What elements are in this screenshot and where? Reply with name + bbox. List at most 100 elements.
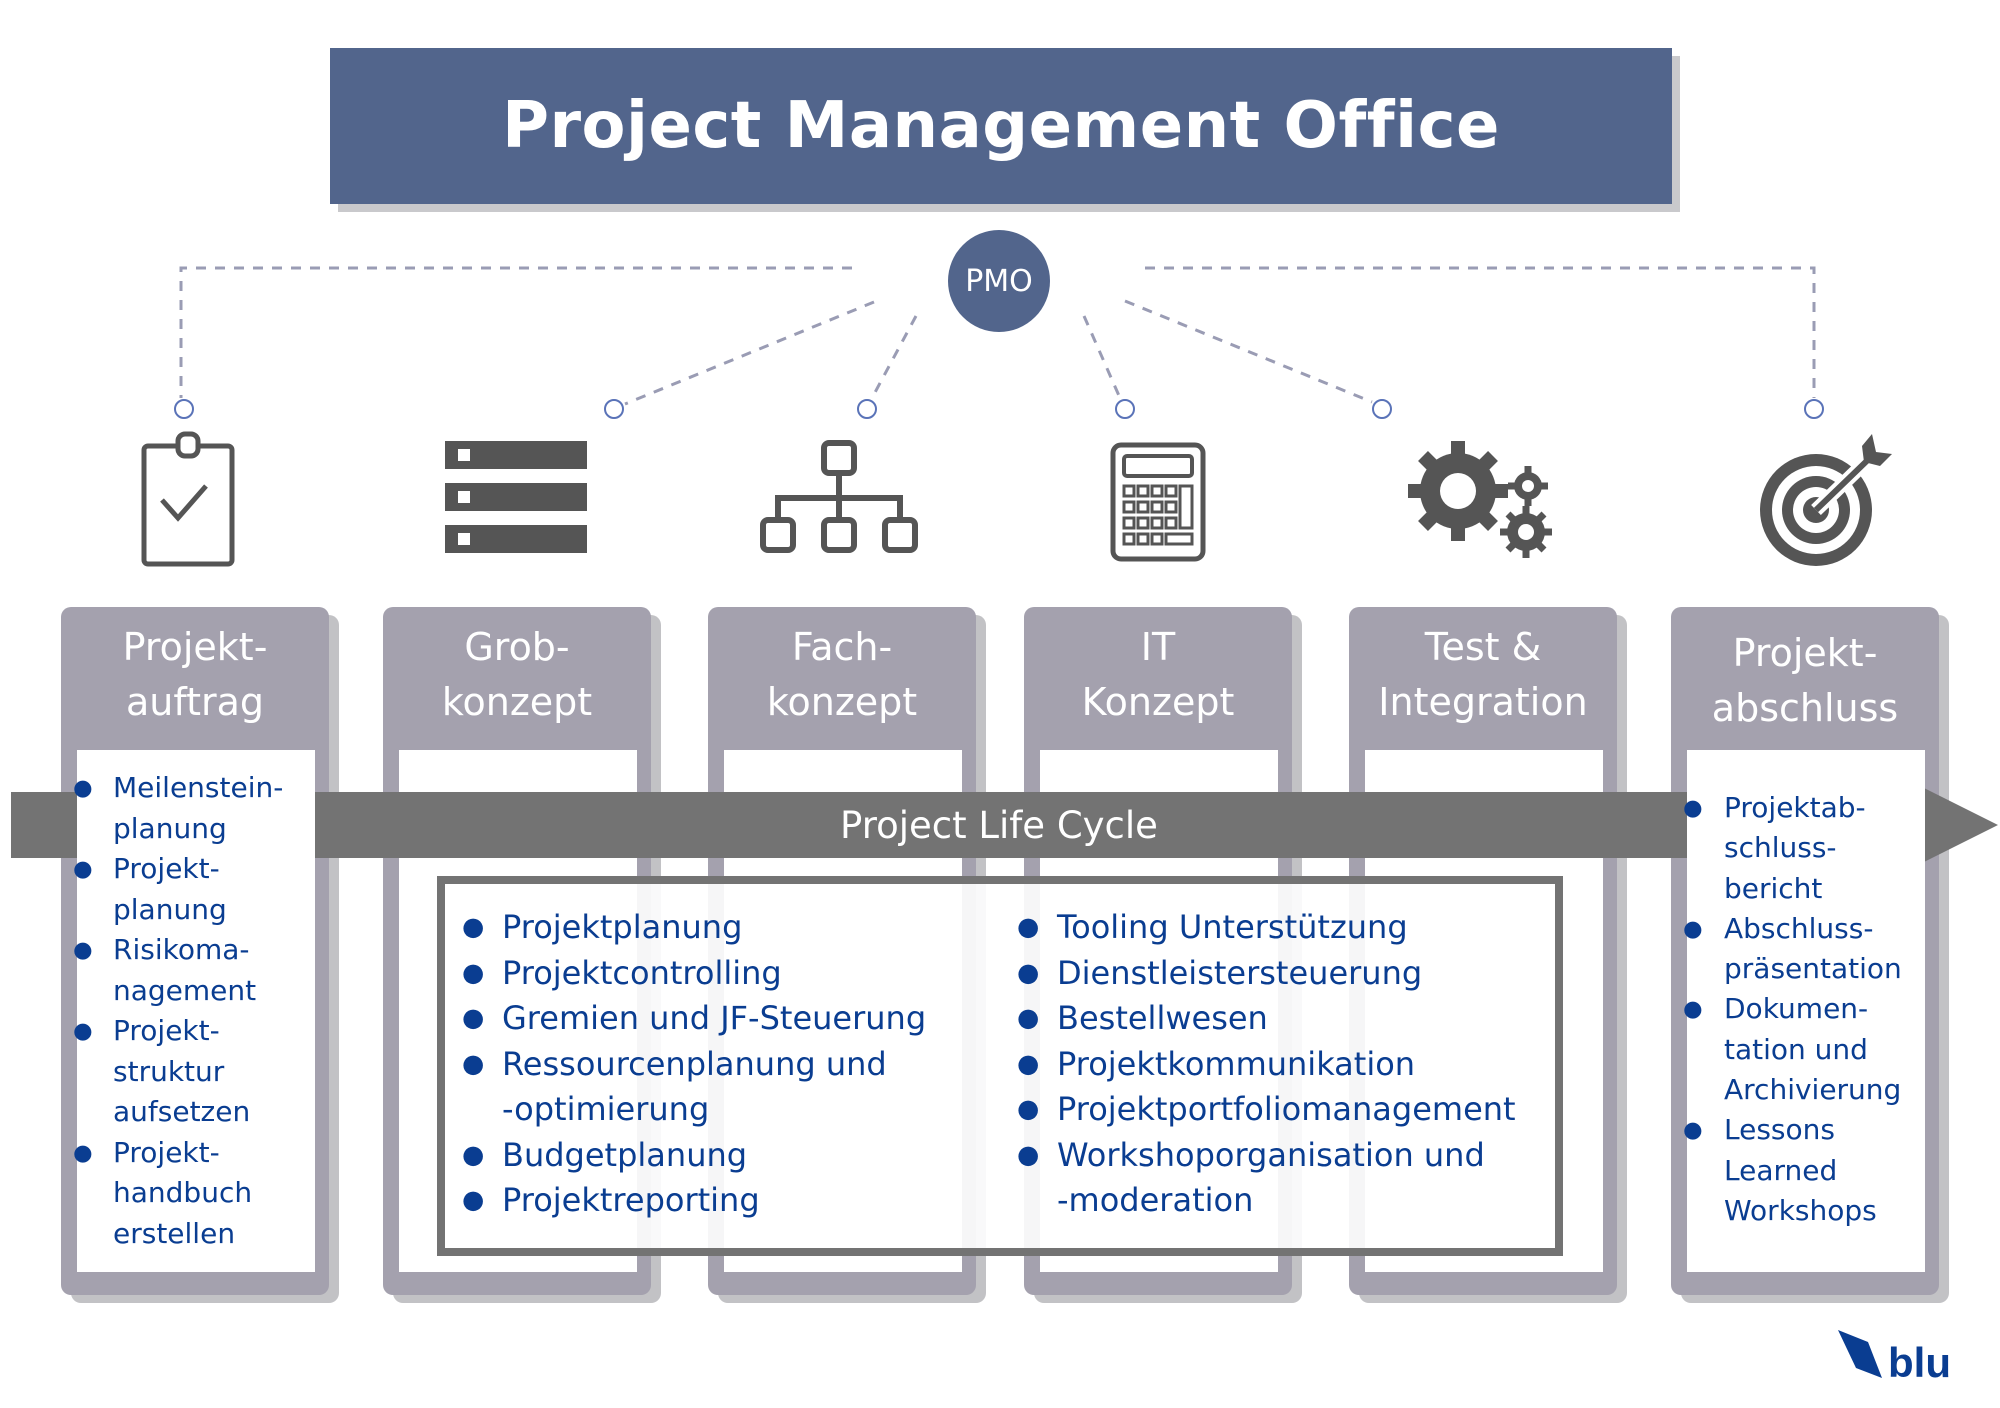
list-item-text: Projektab- — [1724, 791, 1866, 824]
bullet-icon: ● — [1017, 1003, 1040, 1033]
connector-node — [857, 399, 877, 419]
list-item-text: schluss- — [1724, 831, 1837, 865]
list-item-line: ●Projektkommunikation — [1017, 1042, 1516, 1088]
list-item-line: ● Projekt- — [73, 1011, 283, 1052]
list-item-line: ● Meilenstein- — [73, 768, 284, 809]
list-item-line: struktur — [77, 1052, 283, 1093]
list-item-text: -moderation — [1057, 1181, 1254, 1219]
list-item-text: Gremien und JF-Steuerung — [502, 999, 927, 1037]
list-item-text: Archivierung — [1724, 1073, 1902, 1107]
list-item-line: handbuch — [77, 1173, 283, 1214]
list-item-line: -moderation — [1017, 1178, 1516, 1224]
list-item-text: tation und — [1724, 1032, 1868, 1066]
calculator-icon — [1110, 442, 1206, 562]
blu-logo: blu — [1838, 1330, 1951, 1380]
bullet-icon: ● — [462, 1003, 485, 1033]
list-item-text: Abschluss- — [1724, 911, 1874, 945]
bullet-icon: ● — [73, 1139, 93, 1166]
phase-title-line: Grob- — [464, 625, 570, 669]
bullet-icon: ● — [462, 1139, 485, 1170]
connector-node — [1804, 399, 1824, 419]
bullet-icon: ● — [462, 912, 485, 942]
list-item-line: ●Projektab- — [1683, 788, 1902, 828]
list-item-text: Tooling Unterstützung — [1057, 908, 1408, 946]
list-item-text: Learned — [1724, 1153, 1838, 1187]
phase-panel-projektabschluss — [1687, 750, 1925, 1272]
list-item-text: Budgetplanung — [502, 1135, 748, 1174]
phase-title: Projekt-auftrag — [61, 620, 329, 730]
list-item-text: Ressourcenplanung und — [502, 1044, 887, 1083]
list-item-text: aufsetzen — [113, 1095, 251, 1128]
connector-node — [174, 399, 194, 419]
phase-title-line: Konzept — [1081, 680, 1235, 724]
list-icon — [445, 441, 587, 553]
phase-title-line: IT — [1140, 625, 1176, 669]
projektauftrag-list: ●Meilenstein-planung●Projekt-planung●Ris… — [73, 768, 284, 1255]
phase-title-line: konzept — [766, 680, 918, 724]
phase-title-line: konzept — [441, 680, 593, 724]
lifecycle-arrow-head — [1920, 786, 1998, 864]
bullet-icon: ● — [1017, 912, 1040, 942]
list-item-text: -optimierung — [502, 1090, 710, 1128]
phase-title: Projekt-abschluss — [1671, 626, 1939, 736]
bullet-icon: ● — [1683, 915, 1703, 942]
bullet-icon: ● — [1017, 1094, 1040, 1124]
list-item-line: aufsetzen — [77, 1092, 283, 1133]
list-item-text: Risikoma- — [113, 933, 250, 966]
list-item-line: ● Tooling Unterstützung — [1017, 905, 1516, 951]
list-item-text: Projektcontrolling — [502, 953, 782, 992]
list-item-text: Projektplanung — [502, 908, 743, 946]
bullet-icon: ● — [73, 1018, 93, 1044]
list-item-line: planung — [77, 809, 283, 850]
svg-text:blu: blu — [1888, 1339, 1951, 1380]
list-item-line: ●Projekt- — [73, 849, 283, 890]
list-item-line: ● Abschluss- — [1683, 909, 1902, 949]
bullet-icon: ● — [73, 937, 93, 963]
list-item-line: ● Risikoma- — [73, 930, 283, 971]
list-item-text: Dienstleistersteuerung — [1057, 953, 1423, 992]
phase-panel-projektauftrag — [77, 750, 315, 1272]
phase-title-line: Test & — [1424, 625, 1542, 669]
phase-title-line: auftrag — [125, 680, 264, 724]
pmo-tasks-box — [437, 876, 1563, 1256]
bullet-icon: ● — [73, 775, 93, 801]
target-icon — [1760, 434, 1892, 566]
bullet-icon: ● — [1683, 996, 1703, 1023]
list-item-line: bericht — [1685, 869, 1902, 909]
list-item-text: Workshoporganisation und — [1057, 1135, 1485, 1174]
bullet-icon: ● — [1683, 1117, 1703, 1144]
list-item-text: bericht — [1724, 871, 1823, 905]
list-item-line: erstellen — [77, 1214, 283, 1255]
connector-node — [604, 399, 624, 419]
list-item-text: Lessons — [1724, 1113, 1835, 1147]
list-item-line: ●Workshoporganisation und — [1017, 1133, 1516, 1179]
list-item-line: schluss- — [1685, 828, 1902, 868]
bullet-icon: ● — [462, 957, 485, 988]
list-item-text: Projekt- — [113, 852, 220, 885]
list-item-line: ● Lessons — [1683, 1110, 1902, 1150]
phase-title: Grob-konzept — [383, 620, 651, 730]
list-item-line: ●Projektportfoliomanagement — [1017, 1087, 1516, 1133]
list-item-line: ● Projektplanung — [462, 905, 926, 951]
bullet-icon: ● — [1017, 957, 1040, 988]
list-item-text: Projekt- — [113, 1014, 220, 1047]
phase-title-line: abschluss — [1711, 686, 1899, 730]
list-item-line: Archivierung — [1685, 1070, 1902, 1110]
page-title: Project Management Office — [330, 48, 1672, 204]
list-item-text: handbuch — [113, 1176, 253, 1209]
list-item-text: Projektreporting — [502, 1181, 760, 1219]
list-item-text: präsentation — [1724, 952, 1902, 986]
phase-title-line: Projekt- — [122, 625, 268, 669]
bullet-icon: ● — [462, 1185, 485, 1215]
list-item-line: -optimierung — [462, 1087, 926, 1133]
list-item-line: tation und — [1685, 1030, 1902, 1070]
phase-title: Test & Integration — [1349, 620, 1617, 730]
list-item-text: Meilenstein- — [113, 771, 284, 804]
list-item-text: nagement — [113, 973, 257, 1007]
list-item-line: ● Projekt- — [73, 1133, 283, 1174]
list-item-text: Projekt- — [113, 1135, 220, 1169]
list-item-line: nagement — [77, 971, 283, 1012]
phase-title-line: Integration — [1378, 680, 1588, 724]
list-item-line: ●Dokumen- — [1683, 989, 1902, 1029]
